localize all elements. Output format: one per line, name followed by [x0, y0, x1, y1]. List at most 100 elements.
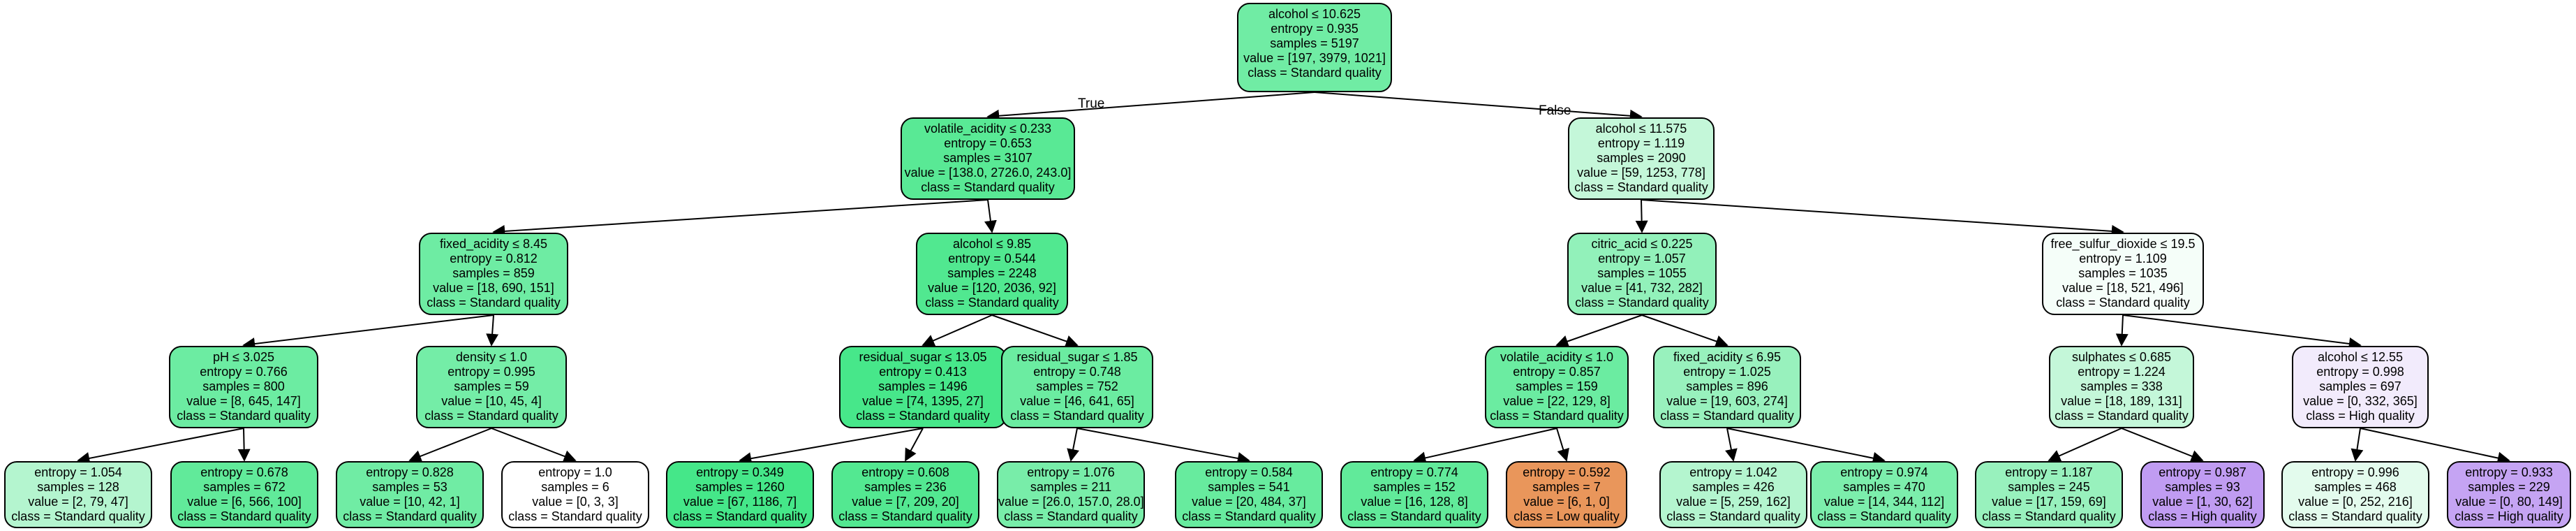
node-text-line: class = Standard quality: [673, 509, 807, 523]
node-text-line: value = [22, 129, 8]: [1503, 394, 1611, 408]
tree-edge-n3-n7: [242, 314, 494, 351]
node-text-line: entropy = 0.995: [447, 365, 535, 379]
tree-edge-n7-n15: [77, 428, 244, 465]
tree-edge-n2-n6: [1641, 199, 2124, 238]
node-text-line: entropy = 1.025: [1683, 365, 1771, 379]
node-text-line: class = Standard quality: [1666, 509, 1800, 523]
node-text-line: class = Standard quality: [1574, 180, 1708, 194]
node-text-line: class = High quality: [2455, 509, 2563, 523]
node-text-line: value = [18, 690, 151]: [433, 281, 554, 295]
node-text-line: samples = 53: [372, 480, 447, 494]
tree-edge-n2-n5: [1635, 199, 1648, 233]
tree-edge-n12-n26: [1726, 428, 1886, 465]
node-text-line: value = [197, 3979, 1021]: [1243, 51, 1386, 65]
node-text-line: entropy = 1.0: [538, 465, 612, 479]
node-text-line: free_sulfur_dioxide ≤ 19.5: [2050, 237, 2196, 251]
node-text-line: entropy = 1.224: [2078, 365, 2166, 379]
node-text-line: alcohol ≤ 12.55: [2318, 350, 2403, 364]
node-text-line: value = [5, 259, 162]: [1676, 495, 1791, 509]
node-text-line: value = [1, 30, 62]: [2152, 495, 2253, 509]
node-text-line: value = [67, 1186, 7]: [683, 495, 797, 509]
node-text-line: value = [10, 45, 4]: [441, 394, 542, 408]
node-text-line: alcohol ≤ 10.625: [1268, 7, 1361, 21]
node-text-line: samples = 470: [1843, 480, 1925, 494]
node-text-line: samples = 1260: [695, 480, 785, 494]
false-edge-label: False: [1539, 103, 1571, 118]
node-text-line: class = High quality: [2306, 409, 2415, 423]
node-text-line: entropy = 0.998: [2316, 365, 2404, 379]
tree-edge-n8-n18: [491, 428, 577, 463]
node-text-line: value = [120, 2036, 92]: [928, 281, 1056, 295]
tree-edge-n13-n28: [2121, 428, 2204, 463]
node-text-line: class = Standard quality: [1004, 509, 1138, 523]
node-text-line: entropy = 0.592: [1523, 465, 1611, 479]
node-text-line: residual_sugar ≤ 13.05: [859, 350, 987, 364]
node-text-line: samples = 7: [1532, 480, 1601, 494]
node-text-line: samples = 159: [1516, 379, 1598, 393]
node-text-line: value = [41, 732, 282]: [1581, 281, 1703, 295]
node-text-line: class = Low quality: [1513, 509, 1620, 523]
node-text-line: class = Standard quality: [925, 296, 1059, 310]
node-text-line: samples = 93: [2165, 480, 2240, 494]
node-text-line: value = [0, 3, 3]: [532, 495, 619, 509]
tree-edge-n9-n20: [905, 428, 924, 462]
node-text-line: entropy = 0.584: [1205, 465, 1293, 479]
node-text-line: class = Standard quality: [1982, 509, 2116, 523]
tree-edge-n6-n14: [2122, 314, 2362, 350]
tree-edge-n14-n30: [2360, 428, 2510, 465]
tree-edge-n8-n17: [408, 428, 492, 463]
tree-edge-n1-n4: [984, 199, 997, 233]
node-text-line: class = Standard quality: [1010, 409, 1144, 423]
node-text-line: samples = 2090: [1597, 151, 1686, 165]
node-text-line: class = Standard quality: [921, 180, 1055, 194]
node-text-line: class = Standard quality: [2056, 296, 2190, 310]
node-text-line: entropy = 0.812: [450, 252, 538, 266]
node-text-line: entropy = 1.076: [1027, 465, 1115, 479]
tree-edge-n3-n8: [486, 314, 499, 347]
tree-edge-n0-n1: [986, 92, 1315, 122]
node-text-line: class = Standard quality: [1575, 296, 1709, 310]
node-text-line: entropy = 0.413: [879, 365, 967, 379]
tree-edge-n5-n11: [1555, 314, 1643, 348]
node-text-line: value = [16, 128, 8]: [1361, 495, 1468, 509]
node-text-line: value = [17, 159, 69]: [1992, 495, 2106, 509]
node-text-line: samples = 426: [1692, 480, 1775, 494]
node-text-line: class = Standard quality: [1660, 409, 1794, 423]
node-text-line: value = [0, 332, 365]: [2303, 394, 2418, 408]
node-text-line: value = [6, 566, 100]: [187, 495, 302, 509]
node-text-line: value = [59, 1253, 778]: [1577, 166, 1705, 180]
node-text-line: entropy = 0.996: [2311, 465, 2399, 479]
node-text-line: class = Standard quality: [1490, 409, 1624, 423]
node-text-line: entropy = 0.678: [200, 465, 288, 479]
node-text-line: value = [10, 42, 1]: [360, 495, 460, 509]
node-text-line: class = Standard quality: [508, 509, 642, 523]
node-text-line: citric_acid ≤ 0.225: [1591, 237, 1693, 251]
node-text-line: entropy = 0.608: [861, 465, 949, 479]
node-text-line: value = [8, 645, 147]: [186, 394, 301, 408]
node-text-line: value = [26.0, 157.0, 28.0]: [998, 495, 1144, 509]
node-text-line: samples = 859: [452, 266, 535, 280]
node-text-line: class = Standard quality: [2055, 409, 2189, 423]
node-text-line: samples = 245: [2008, 480, 2090, 494]
node-text-line: samples = 896: [1686, 379, 1768, 393]
node-text-line: value = [18, 521, 496]: [2062, 281, 2184, 295]
node-text-line: entropy = 1.119: [1597, 136, 1685, 150]
node-text-line: alcohol ≤ 11.575: [1595, 122, 1687, 136]
node-text-line: value = [0, 252, 216]: [2298, 495, 2413, 509]
